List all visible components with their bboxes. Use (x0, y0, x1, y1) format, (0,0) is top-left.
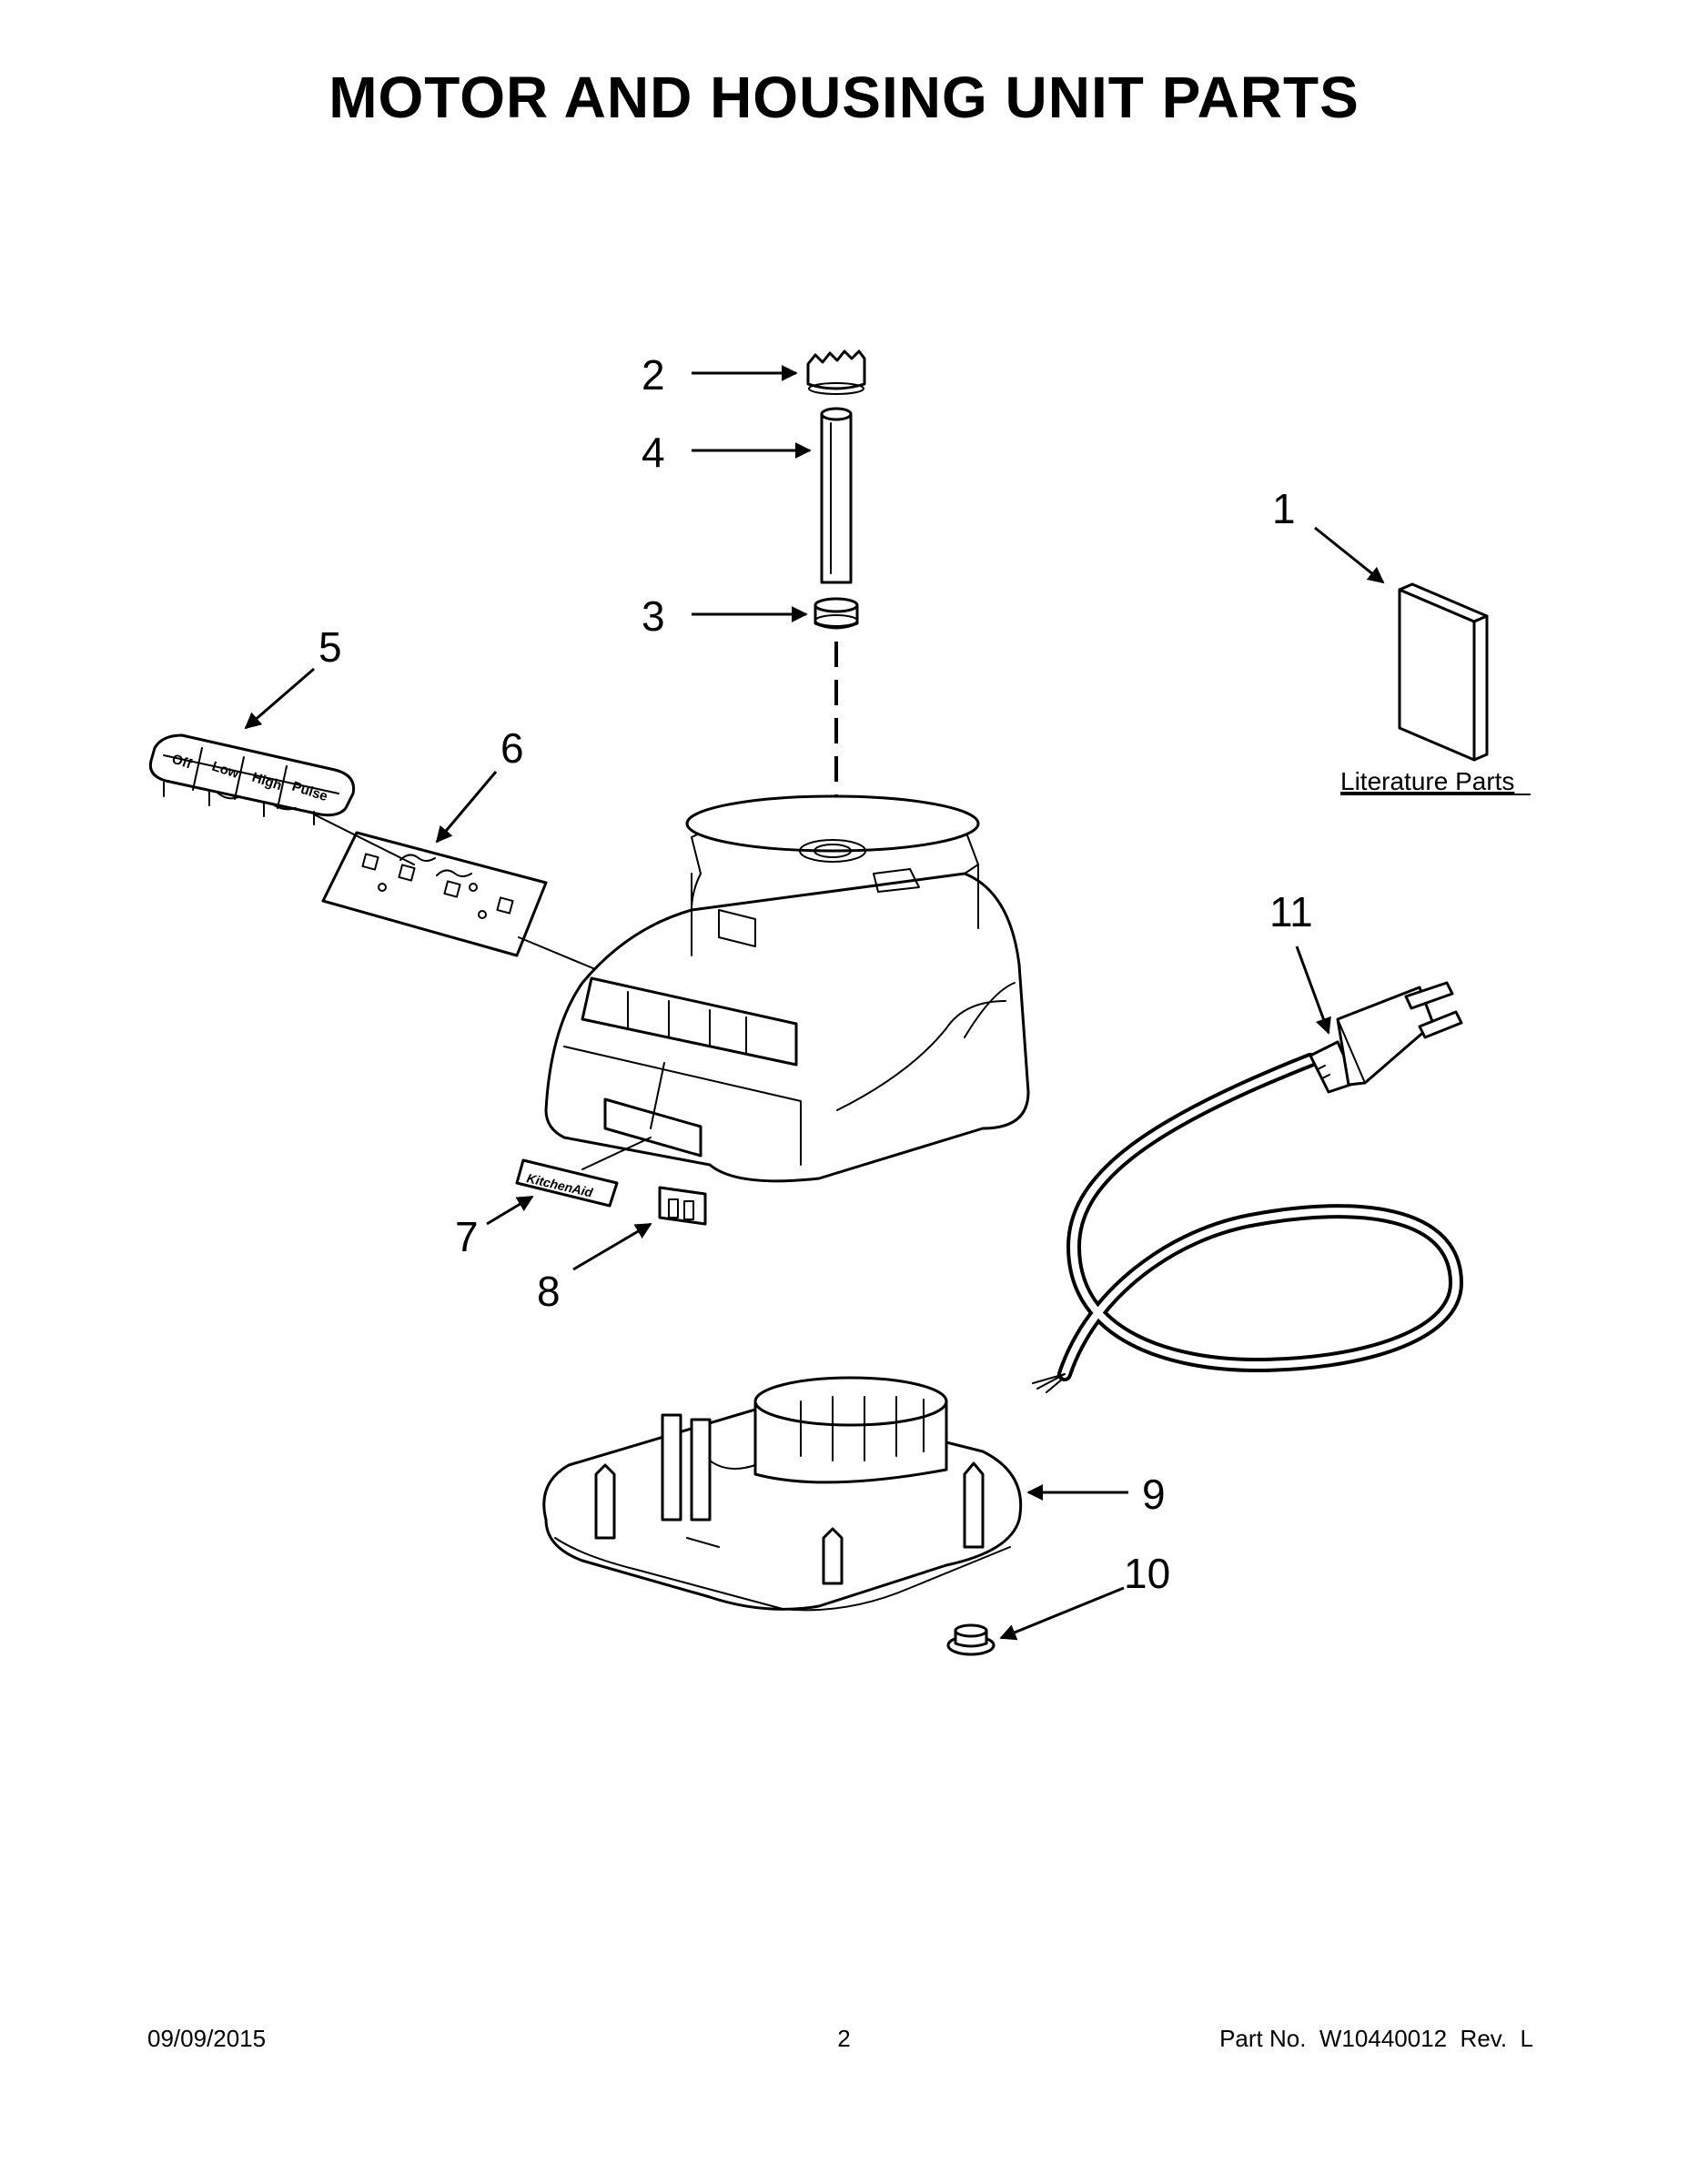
callout-9: 9 (1142, 1471, 1166, 1518)
callout-numbers: 2 4 3 1 5 6 7 8 9 10 11 (318, 351, 1313, 1597)
callout-10: 10 (1124, 1550, 1170, 1597)
part-7-badge: KitchenAid (515, 1137, 652, 1208)
callout-3: 3 (642, 592, 665, 640)
part-2-coupler (806, 349, 866, 395)
callout-5: 5 (318, 623, 342, 671)
callout-2: 2 (642, 351, 665, 399)
callout-11: 11 (1269, 888, 1313, 935)
motor-housing (544, 794, 1030, 1183)
leader-5 (244, 667, 315, 730)
callout-1: 1 (1272, 485, 1296, 532)
callout-8: 8 (537, 1268, 561, 1315)
part-9-base (542, 1376, 1023, 1612)
callout-6: 6 (500, 724, 524, 772)
leader-lines (244, 365, 1385, 1641)
leader-6 (435, 771, 498, 844)
button-label-off: Off (170, 752, 195, 773)
part-4-drive-shaft (820, 407, 853, 584)
callout-4: 4 (642, 429, 665, 476)
footer-date: 09/09/2015 (147, 2025, 267, 2052)
page-title: MOTOR AND HOUSING UNIT PARTS (329, 65, 1359, 130)
part-8-connector (658, 1186, 707, 1226)
callout-7: 7 (455, 1213, 479, 1260)
leader-11 (1295, 945, 1331, 1035)
leader-10 (999, 1586, 1125, 1641)
leader-7 (486, 1195, 534, 1226)
part-6-switch-board (313, 814, 629, 984)
leader-1 (1314, 526, 1385, 584)
part-11-power-cord (1032, 981, 1464, 1393)
footer-part-number: Part No. W10440012 Rev. L (1219, 2025, 1533, 2052)
leader-8 (572, 1222, 652, 1271)
part-5-control-overlay: Off Low High Pulse (148, 733, 356, 825)
part-3-bushing (814, 597, 859, 630)
part-10-foot (946, 1623, 996, 1656)
literature-parts-label: Literature Parts (1340, 767, 1514, 795)
footer-page-number: 2 (837, 2025, 851, 2052)
part-1-literature (1398, 582, 1489, 762)
